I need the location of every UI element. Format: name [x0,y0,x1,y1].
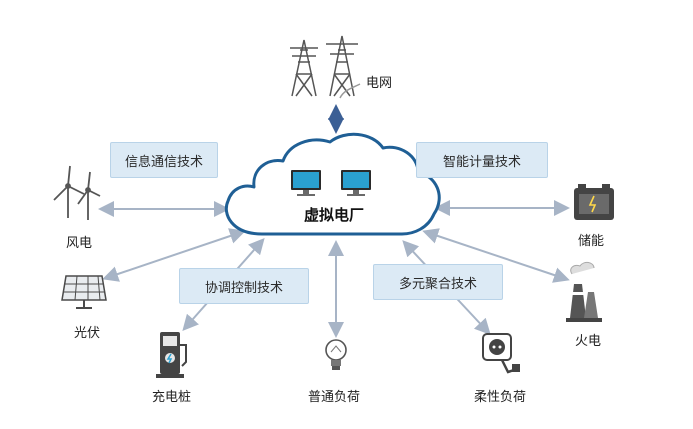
solar-label: 光伏 [74,326,101,341]
power-tower-icon [290,35,361,99]
charging-label: 充电桩 [152,390,192,405]
charging-station-icon [156,332,187,378]
arrow-thermal [422,228,570,283]
storage-label: 储能 [578,234,605,249]
thermal-label: 火电 [575,334,602,349]
tech-box-multi-aggregation: 多元聚合技术 [373,264,503,300]
ordinary-load-label: 普通负荷 [308,390,361,405]
wind-label: 风电 [66,236,93,251]
wind-turbine-icon [53,165,101,220]
solar-panel-icon [61,275,107,309]
tech-box-info-communication: 信息通信技术 [110,142,218,178]
grid-label: 电网 [366,76,393,91]
computer-monitor-icon [291,170,321,196]
tech-box-coordinated-control: 协调控制技术 [179,268,309,304]
tech-box-smart-metering: 智能计量技术 [416,142,548,178]
thermal-plant-icon [566,261,602,322]
computer-monitor-icon [341,170,371,196]
cloud-shape [224,132,441,236]
flexible-load-label: 柔性负荷 [474,390,527,405]
battery-storage-icon [574,184,614,220]
light-bulb-icon [325,339,347,370]
smart-socket-icon [482,333,520,374]
center-node-label: 虚拟电厂 [304,206,365,224]
